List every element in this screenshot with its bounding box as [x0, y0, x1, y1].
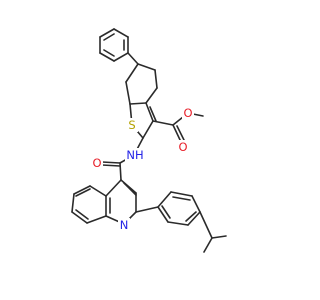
bond	[113, 28, 129, 38]
bond	[154, 69, 158, 89]
atom-quinoline-nitrogen: N	[118, 218, 130, 232]
bond	[73, 185, 91, 195]
bond	[145, 87, 158, 104]
bond	[99, 52, 115, 62]
bond	[75, 209, 89, 220]
bond	[89, 185, 107, 197]
quinoline-nitrogen-label: N	[120, 218, 129, 232]
bond	[103, 33, 115, 41]
bond	[172, 124, 182, 143]
bond	[149, 106, 157, 122]
ester-ether-oxygen-label: O	[183, 106, 192, 120]
bond	[157, 206, 169, 223]
bond	[176, 125, 185, 141]
amide-oxygen-label: O	[92, 156, 101, 170]
bond	[101, 164, 121, 167]
bond	[167, 221, 189, 226]
bond	[105, 179, 122, 197]
bond	[211, 235, 227, 239]
bond	[170, 191, 193, 197]
bond	[75, 188, 91, 197]
bond	[161, 205, 171, 219]
bond	[71, 193, 75, 213]
bond	[191, 195, 201, 213]
bond	[145, 102, 154, 122]
bond	[113, 52, 129, 62]
chemical-structure: S O O NH O N	[71, 28, 227, 253]
atom-amide-nh: NH	[125, 148, 145, 162]
bond	[187, 211, 201, 226]
bond	[203, 237, 213, 253]
bond	[199, 211, 213, 239]
ester-carbonyl-oxygen-label: O	[178, 140, 187, 154]
bond	[125, 63, 139, 83]
atom-sulfur: S	[126, 118, 138, 132]
bond	[119, 162, 122, 181]
atom-ester-carbonyl-oxygen: O	[177, 140, 189, 154]
bond	[135, 206, 159, 213]
bond	[152, 120, 174, 126]
bond	[172, 196, 191, 201]
bond	[71, 211, 88, 224]
atom-ester-ether-oxygen: O	[182, 106, 194, 120]
bond	[99, 28, 115, 38]
bond-layer	[71, 28, 227, 253]
bond	[125, 81, 131, 105]
bond	[129, 102, 147, 105]
atom-amide-oxygen: O	[91, 156, 103, 170]
bond	[123, 182, 137, 196]
bond	[137, 63, 156, 71]
bond	[103, 49, 115, 57]
bond	[86, 215, 107, 224]
amide-nh-label: NH	[126, 148, 143, 162]
sulfur-label: S	[128, 118, 135, 132]
bond	[142, 120, 154, 139]
bond	[157, 191, 172, 208]
bond	[185, 211, 197, 222]
bond	[127, 52, 139, 65]
bond	[101, 161, 121, 164]
